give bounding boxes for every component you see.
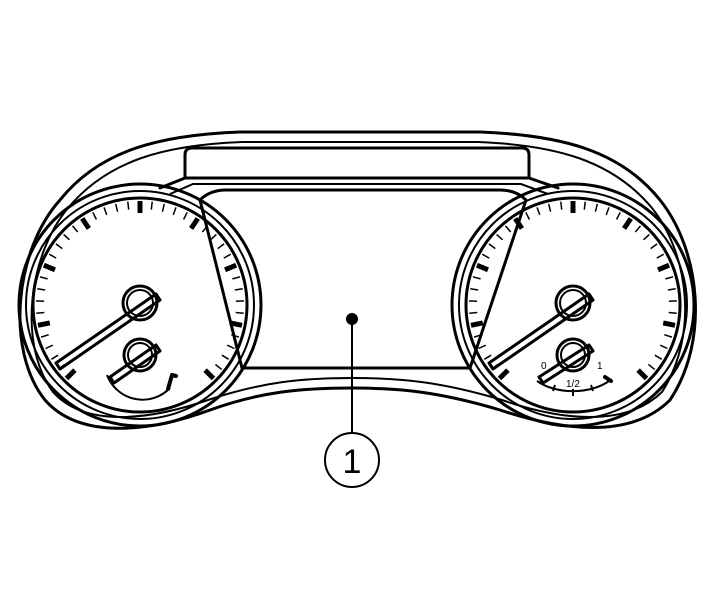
scale-label-min: 0 [541,361,547,372]
callout-circle [324,432,380,488]
callout-1: 1 [324,313,380,488]
left-gauge [17,182,263,428]
scale-label-half: 1/2 [566,379,580,390]
callout-number: 1 [343,443,362,481]
scale-label-max: 1 [597,361,603,372]
right-gauge: 0 1/2 1 [450,182,696,428]
upper-display-panel [158,146,560,195]
left-gauge-ticks [36,201,244,381]
center-display [198,188,528,370]
